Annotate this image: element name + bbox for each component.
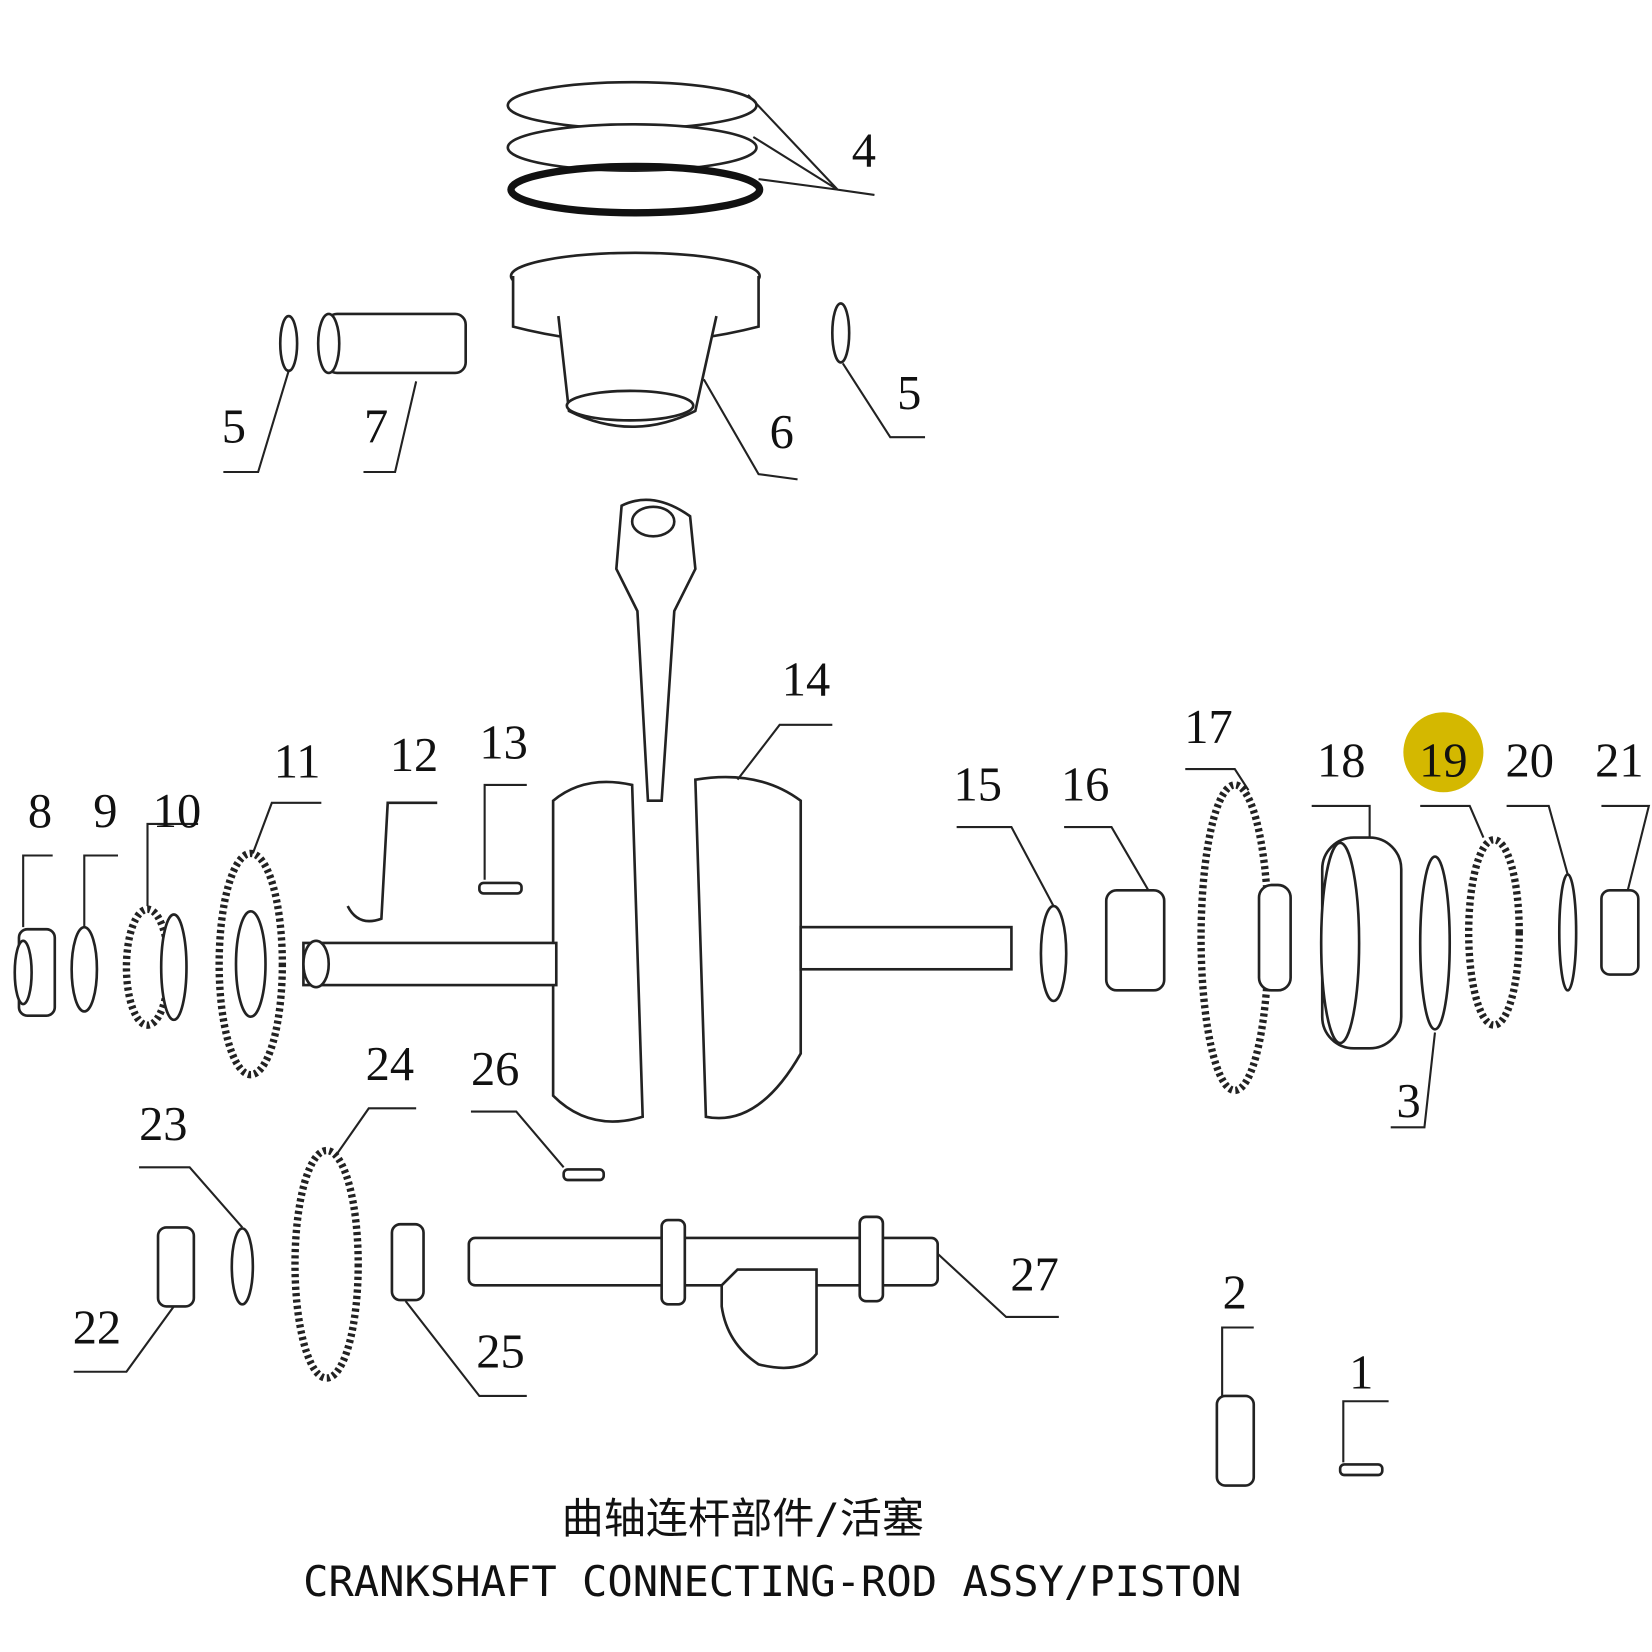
callout-24[interactable]: 24 — [366, 1038, 414, 1091]
key-12 — [346, 801, 438, 923]
piston — [509, 251, 798, 481]
pin-13 — [478, 783, 527, 895]
clutch-18 — [1311, 804, 1403, 1050]
callout-1[interactable]: 1 — [1349, 1347, 1373, 1400]
callout-17[interactable]: 17 — [1184, 701, 1232, 754]
callout-13[interactable]: 13 — [479, 717, 527, 770]
callout-21[interactable]: 21 — [1595, 734, 1643, 787]
title-chinese: 曲轴连杆部件/活塞 — [562, 1494, 924, 1543]
piston-rings — [506, 80, 875, 217]
nut-22 — [73, 1226, 196, 1373]
gear-17 — [1185, 768, 1292, 1095]
crankshaft-connecting-rod — [302, 498, 1013, 1123]
callout-26[interactable]: 26 — [471, 1043, 519, 1096]
nut-21 — [1600, 804, 1651, 976]
nut-2 — [1215, 1326, 1256, 1487]
piston-pin — [316, 312, 467, 474]
washer-23 — [139, 1166, 255, 1306]
callout-8[interactable]: 8 — [28, 785, 52, 838]
callout-15[interactable]: 15 — [953, 759, 1001, 812]
callout-4[interactable]: 4 — [852, 124, 876, 177]
gear-19 — [1420, 804, 1523, 1029]
callout-7[interactable]: 7 — [364, 401, 388, 454]
callout-18[interactable]: 18 — [1317, 734, 1365, 787]
washer-15 — [956, 826, 1068, 1003]
callout-23[interactable]: 23 — [139, 1098, 187, 1151]
callout-6[interactable]: 6 — [770, 406, 794, 459]
callout-3[interactable]: 3 — [1397, 1075, 1421, 1128]
callout-19[interactable]: 19 — [1419, 734, 1467, 787]
title-english: CRANKSHAFT CONNECTING-ROD ASSY/PISTON — [303, 1557, 1241, 1606]
gear-24 — [291, 1107, 417, 1382]
callout-5-right[interactable]: 5 — [897, 367, 921, 420]
callout-20[interactable]: 20 — [1506, 734, 1554, 787]
gear-10 — [122, 822, 199, 1029]
circlip-right — [831, 302, 926, 439]
gear-11 — [215, 801, 322, 1079]
callout-27[interactable]: 27 — [1010, 1249, 1058, 1302]
bearing-16 — [1064, 826, 1166, 992]
callout-22[interactable]: 22 — [73, 1301, 121, 1354]
callout-25[interactable]: 25 — [476, 1326, 524, 1379]
callout-9[interactable]: 9 — [93, 785, 117, 838]
washer-20 — [1506, 804, 1578, 992]
nut-8 — [13, 854, 57, 1017]
pin-1 — [1338, 1400, 1389, 1477]
pin-26 — [470, 1110, 606, 1182]
washer-3 — [1390, 855, 1452, 1129]
circlip-left — [223, 314, 299, 474]
callout-5-left[interactable]: 5 — [222, 401, 246, 454]
washer-9 — [70, 854, 118, 1013]
bearing-25 — [390, 1222, 527, 1398]
balancer-shaft-27 — [467, 1215, 1059, 1370]
callout-11[interactable]: 11 — [274, 736, 321, 789]
callout-16[interactable]: 16 — [1061, 759, 1109, 812]
callout-14[interactable]: 14 — [782, 653, 830, 706]
callout-12[interactable]: 12 — [390, 729, 438, 782]
callout-10[interactable]: 10 — [153, 785, 201, 838]
highlight-marker — [1403, 712, 1484, 793]
callout-2[interactable]: 2 — [1223, 1267, 1247, 1320]
